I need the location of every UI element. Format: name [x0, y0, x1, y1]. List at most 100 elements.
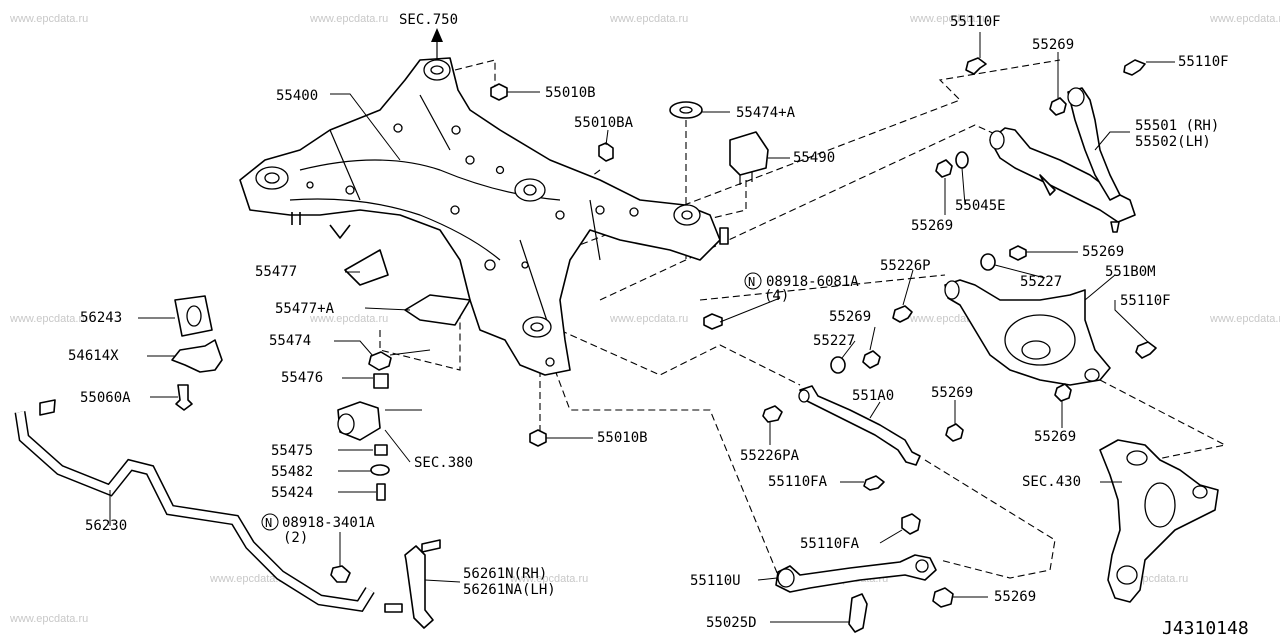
brackets-55477	[344, 249, 471, 326]
label-55269-top: 55269	[1032, 37, 1074, 53]
label-55502-lh: 55502(LH)	[1135, 134, 1211, 150]
bolt-icon	[892, 305, 913, 323]
label-qty-4: (4)	[764, 288, 789, 304]
label-55110fa-b: 55110FA	[800, 536, 860, 552]
label-55400: 55400	[276, 88, 318, 104]
callout-labels: SEC.750 55400 55010B 55474+A 55010BA 554…	[68, 12, 1249, 639]
label-55477: 55477	[255, 264, 297, 280]
stabilizer-parts-left	[171, 295, 431, 501]
watermark: www.epcdata.ru	[1209, 13, 1280, 25]
label-n-circle-a: N	[265, 516, 272, 530]
label-55226pa: 55226PA	[740, 448, 800, 464]
crossmember-55400	[239, 57, 729, 376]
bushing-icon	[373, 373, 389, 389]
nut-icon	[368, 351, 392, 371]
link-55110u	[775, 513, 954, 633]
label-56261n-rh: 56261N(RH)	[463, 566, 547, 582]
label-56261na-lh: 56261NA(LH)	[463, 582, 556, 598]
nut-icon	[1054, 383, 1072, 402]
upper-arm-55501	[935, 57, 1146, 233]
label-55226p: 55226P	[880, 258, 931, 274]
bolt-icon	[863, 475, 885, 491]
label-55269-f: 55269	[994, 589, 1036, 605]
label-54614x: 54614X	[68, 348, 119, 364]
label-55269-e: 55269	[1034, 429, 1076, 445]
label-55110f-top: 55110F	[950, 14, 1001, 30]
fasteners-bottom	[529, 429, 547, 447]
diagram-code: J4310148	[1162, 618, 1249, 639]
watermark: www.epcdata.ru	[1209, 313, 1280, 325]
watermark: www.epcdata.ru	[309, 13, 388, 25]
nut-icon	[330, 565, 351, 583]
bolt-icon	[175, 384, 193, 411]
label-55482: 55482	[271, 464, 313, 480]
label-55476: 55476	[281, 370, 323, 386]
label-55269-b: 55269	[1082, 244, 1124, 260]
nut-icon	[932, 587, 954, 608]
sec-750-arrow	[431, 28, 443, 60]
bolt-icon	[376, 483, 386, 501]
label-55045e: 55045E	[955, 198, 1006, 214]
label-sec-430: SEC.430	[1022, 474, 1081, 490]
label-55424: 55424	[271, 485, 313, 501]
leader-lines	[109, 32, 1175, 623]
nut-icon	[1049, 97, 1067, 116]
bolt-icon	[1135, 341, 1157, 359]
label-56243: 56243	[80, 310, 122, 326]
watermark: www.epcdata.ru	[9, 613, 88, 625]
bolt-icon	[901, 513, 921, 535]
label-55110fa-a: 55110FA	[768, 474, 828, 490]
nut-icon	[598, 142, 614, 162]
label-08918-3401a: 08918-3401A	[282, 515, 375, 531]
label-55269-d: 55269	[931, 385, 973, 401]
label-55110f-right: 55110F	[1178, 54, 1229, 70]
nut-icon	[862, 350, 881, 369]
label-55477a: 55477+A	[275, 301, 335, 317]
fasteners-top	[490, 83, 769, 330]
n-circle-icon	[261, 513, 279, 531]
watermark: www.epcdata.ru	[9, 313, 88, 325]
watermark: www.epcdata.ru	[509, 573, 588, 585]
label-sec-750: SEC.750	[399, 12, 458, 28]
label-55010b-bottom: 55010B	[597, 430, 648, 446]
label-55490: 55490	[793, 150, 835, 166]
washer-icon	[830, 356, 846, 374]
washer-icon	[955, 151, 969, 169]
label-n-circle-b: N	[748, 275, 755, 289]
label-55010ba: 55010BA	[574, 115, 634, 131]
nut-icon	[935, 159, 953, 178]
nut-icon	[703, 313, 723, 330]
label-55269-c: 55269	[829, 309, 871, 325]
stabilizer-bar-56230	[14, 399, 375, 612]
bolt-icon	[1123, 59, 1146, 76]
label-55010b-top: 55010B	[545, 85, 596, 101]
label-55110u: 55110U	[690, 573, 741, 589]
link-551a0	[762, 350, 964, 491]
label-55227-a: 55227	[1020, 274, 1062, 290]
label-55025d: 55025D	[706, 615, 757, 631]
label-qty-2: (2)	[283, 530, 308, 546]
nut-icon	[1009, 245, 1027, 261]
label-55110f-mid: 55110F	[1120, 293, 1171, 309]
nut-icon	[945, 423, 964, 442]
watermark: www.epcdata.ru	[209, 573, 288, 585]
washer-icon	[980, 253, 996, 271]
bolt-icon	[848, 593, 868, 633]
nut-icon	[490, 83, 508, 101]
watermark: www.epcdata.ru	[309, 313, 388, 325]
watermark: www.epcdata.ru	[609, 313, 688, 325]
label-55060a: 55060A	[80, 390, 131, 406]
watermark: www.epcdata.ru	[609, 13, 688, 25]
watermark: www.epcdata.ru	[909, 13, 988, 25]
nut-icon	[529, 429, 547, 447]
watermark: www.epcdata.ru	[9, 13, 88, 25]
bolt-icon	[965, 57, 987, 75]
label-55474: 55474	[269, 333, 311, 349]
label-sec-380: SEC.380	[414, 455, 473, 471]
label-55501-rh: 55501 (RH)	[1135, 118, 1219, 134]
stabilizer-link	[330, 539, 441, 629]
n-circle-icon	[744, 272, 762, 290]
label-55475: 55475	[271, 443, 313, 459]
washer-icon	[370, 464, 390, 476]
